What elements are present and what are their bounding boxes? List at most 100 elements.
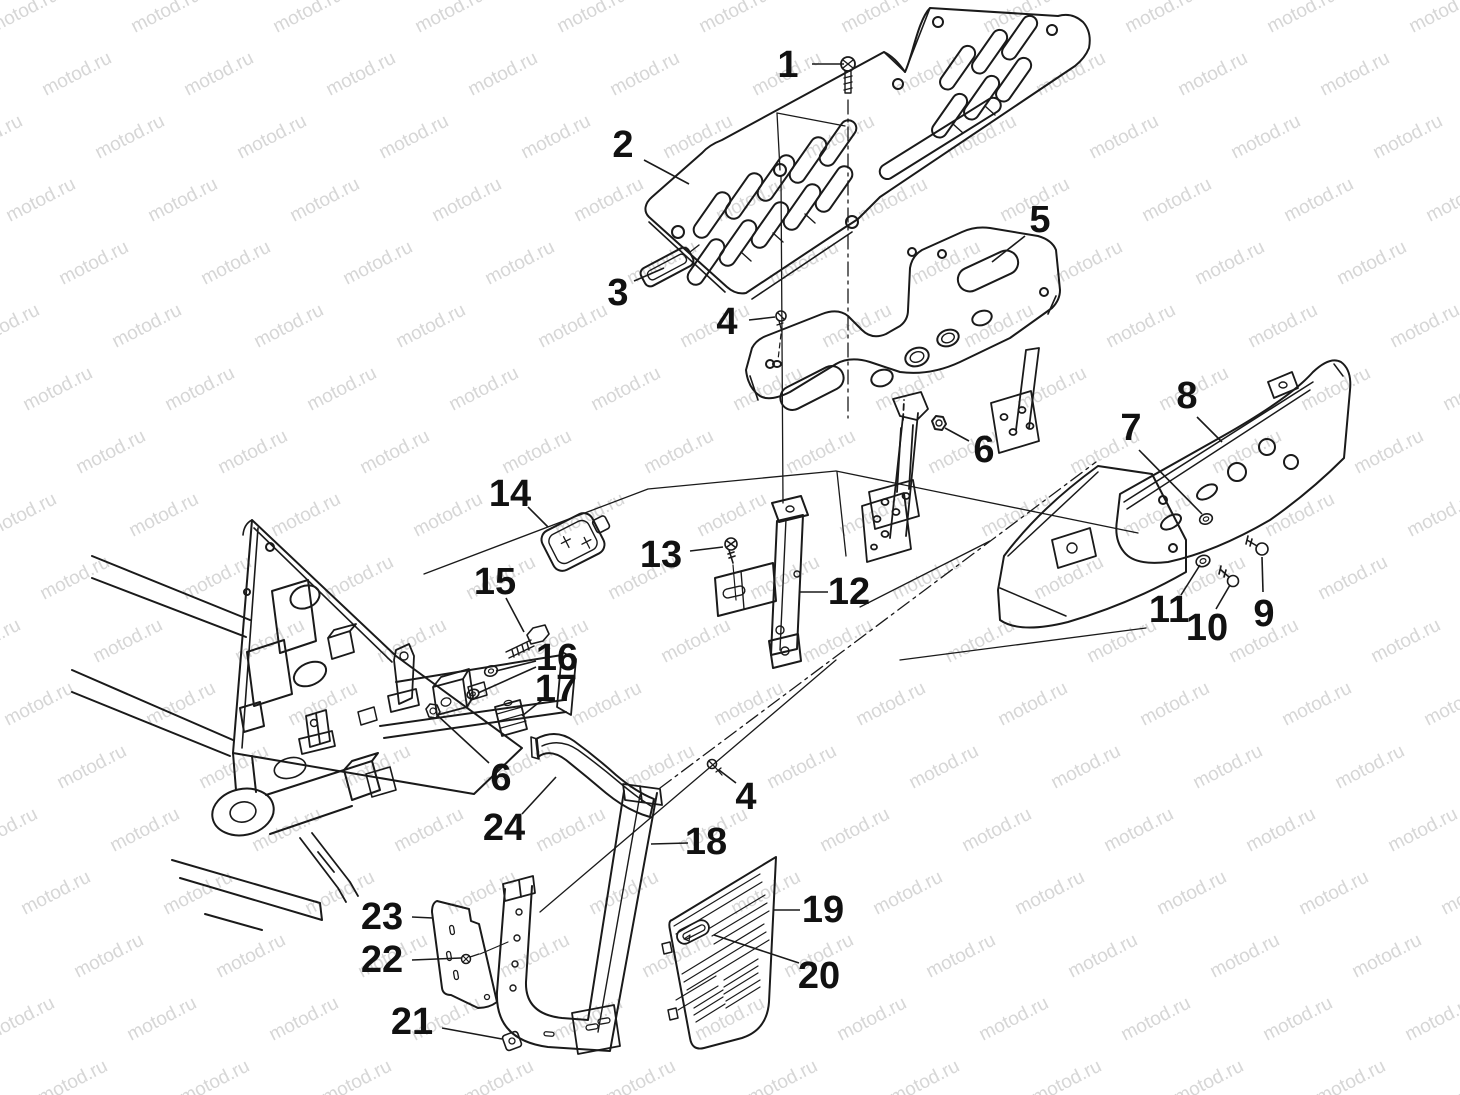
assembly-line	[539, 659, 837, 913]
watermark-text: motod.ru	[35, 1056, 111, 1095]
frame-hole	[273, 756, 307, 780]
part-number-18: 18	[685, 821, 727, 863]
bracket-post	[770, 514, 804, 656]
callout-20-22: 20	[713, 934, 840, 997]
watermark-text: motod.ru	[728, 867, 804, 920]
leader-line	[436, 714, 490, 764]
frame-assembly	[71, 519, 577, 931]
watermark-text: motod.ru	[1137, 678, 1213, 731]
bracket-wing	[714, 562, 777, 617]
flap-slot	[445, 950, 453, 962]
callout-14-13: 14	[489, 473, 549, 528]
watermark-text: motod.ru	[145, 174, 221, 227]
screw-shank	[843, 70, 853, 94]
clip-outline	[501, 1030, 523, 1052]
skid-fold	[999, 471, 1099, 617]
watermark-text: motod.ru	[1031, 552, 1107, 605]
watermark-text: motod.ru	[73, 426, 149, 479]
leader-line	[689, 546, 724, 552]
spacer-17-hole	[503, 699, 513, 707]
screw-cross	[726, 540, 736, 548]
frame-boss	[211, 787, 275, 837]
part-number-6: 6	[490, 757, 511, 799]
screw-10-head	[1226, 574, 1240, 588]
frame-bracket-hole	[309, 718, 319, 728]
watermark-text: motod.ru	[1154, 867, 1230, 920]
watermark-text: motod.ru	[1334, 237, 1410, 290]
tube-18-foot-slot	[585, 1023, 599, 1031]
watermark-text: motod.ru	[465, 48, 541, 101]
frame-arm-block-small	[365, 766, 397, 798]
part-rack-top	[644, 7, 1091, 300]
callout-17-16: 17	[521, 668, 577, 717]
watermark-text: motod.ru	[1402, 993, 1460, 1046]
callout-13-12: 13	[640, 534, 724, 576]
leader-line	[505, 597, 525, 633]
screw-9-head	[1255, 542, 1269, 556]
watermark-text: motod.ru	[1296, 867, 1372, 920]
watermark-text: motod.ru	[461, 1056, 537, 1095]
watermark-text: motod.ru	[838, 0, 914, 37]
frame-boss-hole	[229, 801, 257, 823]
strap-hole	[1017, 406, 1027, 414]
damper-inner	[548, 519, 598, 565]
tube-24-crease	[541, 742, 652, 807]
watermark-text: motod.ru	[251, 300, 327, 353]
watermark-text: motod.ru	[319, 1056, 395, 1095]
frame-arm-block	[343, 752, 381, 801]
bracket-hole	[775, 625, 785, 635]
watermark-text: motod.ru	[834, 993, 910, 1046]
part-number-9: 9	[1253, 593, 1274, 635]
washer-11-hole	[1199, 558, 1207, 564]
bracket-crease	[779, 518, 787, 651]
rack-hole	[671, 225, 685, 239]
watermark-text: motod.ru	[554, 0, 630, 37]
watermark-text: motod.ru	[1228, 111, 1304, 164]
panel-outline	[668, 856, 777, 1050]
watermark-text: motod.ru	[1438, 867, 1460, 920]
callout-9-8: 9	[1253, 556, 1275, 635]
tube-24-endcap	[530, 736, 540, 760]
leader-line	[495, 660, 537, 672]
damper-stem	[591, 515, 611, 534]
support-straps	[861, 347, 1040, 563]
bracket-top-block	[771, 495, 809, 523]
watermark-text: motod.ru	[1264, 0, 1340, 37]
part-screw-13	[724, 537, 738, 601]
rack-slot	[782, 183, 822, 231]
reflector-inner	[646, 253, 688, 281]
watermark-text: motod.ru	[891, 48, 967, 101]
part-panel-19	[661, 856, 777, 1050]
part-number-10: 10	[1186, 607, 1228, 649]
part-tube-18	[495, 783, 663, 1055]
watermark-text: motod.ru	[535, 300, 611, 353]
strap-hole	[901, 492, 911, 500]
tube-18-cap-right	[622, 783, 663, 806]
gusset-hole-small	[243, 588, 251, 596]
watermark-text: motod.ru	[1368, 615, 1444, 668]
leader-line	[650, 842, 689, 845]
callout-19-21: 19	[774, 889, 844, 931]
watermark-text: motod.ru	[887, 1056, 963, 1095]
plate-outline	[745, 226, 1061, 400]
plate-hole-small	[1039, 287, 1049, 297]
screw-head	[706, 758, 718, 770]
strap-foot	[868, 479, 920, 530]
rack-slot	[939, 44, 977, 91]
assembly-line	[836, 471, 847, 557]
watermark-text: motod.ru	[410, 489, 486, 542]
watermark-text: motod.ru	[978, 489, 1054, 542]
watermark-text: motod.ru	[783, 426, 859, 479]
strap-hole	[870, 543, 878, 551]
part-tube-24	[530, 733, 655, 818]
assembly-line	[835, 470, 1139, 534]
callout-2-1: 2	[612, 124, 690, 185]
watermark-text: motod.ru	[1245, 300, 1321, 353]
part-number-7: 7	[1120, 407, 1141, 449]
watermark-text: motod.ru	[0, 615, 24, 668]
frame-bracket-base	[298, 730, 336, 755]
watermark-text: motod.ru	[588, 363, 664, 416]
leader-line	[713, 934, 800, 964]
watermark-text: motod.ru	[1260, 993, 1336, 1046]
